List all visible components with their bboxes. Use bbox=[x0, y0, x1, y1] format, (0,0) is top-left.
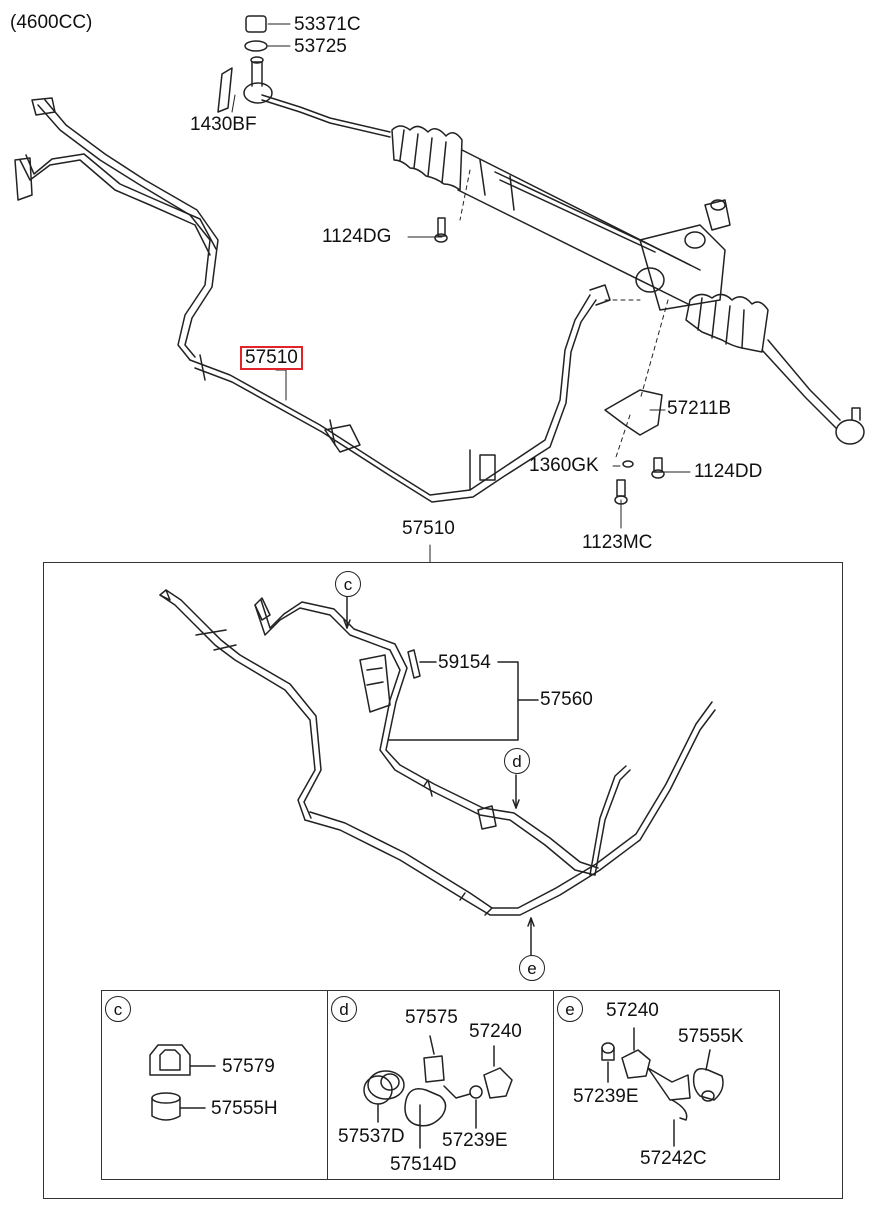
part-label-57239e-e[interactable]: 57239E bbox=[573, 1086, 639, 1107]
detail-e-parts bbox=[601, 1027, 724, 1147]
part-label-57514d[interactable]: 57514D bbox=[390, 1154, 457, 1175]
detail-c-tag: c bbox=[105, 996, 131, 1022]
pressure-hose-top bbox=[14, 97, 611, 503]
label-leaders-top bbox=[231, 23, 691, 563]
part-label-1124dd[interactable]: 1124DD bbox=[694, 461, 763, 482]
part-label-57555h[interactable]: 57555H bbox=[211, 1098, 278, 1119]
part-label-57555k[interactable]: 57555K bbox=[678, 1026, 744, 1047]
part-label-57510-group[interactable]: 57510 bbox=[402, 518, 455, 539]
part-label-1123mc[interactable]: 1123MC bbox=[582, 532, 653, 553]
part-label-53371c[interactable]: 53371C bbox=[294, 14, 361, 35]
part-label-57242c[interactable]: 57242C bbox=[640, 1148, 707, 1169]
callout-e-marker: e bbox=[519, 955, 545, 981]
steering-gear-rack bbox=[243, 56, 865, 445]
fasteners-top bbox=[217, 15, 665, 505]
part-label-1360gk[interactable]: 1360GK bbox=[529, 455, 599, 476]
engine-displacement-note: (4600CC) bbox=[10, 12, 93, 33]
part-label-59154[interactable]: 59154 bbox=[438, 652, 491, 673]
part-label-57239e-d[interactable]: 57239E bbox=[442, 1130, 508, 1151]
part-label-57240-e[interactable]: 57240 bbox=[606, 1000, 659, 1021]
part-label-57560[interactable]: 57560 bbox=[540, 689, 593, 710]
part-label-57537d[interactable]: 57537D bbox=[338, 1126, 405, 1147]
part-label-57575[interactable]: 57575 bbox=[405, 1007, 458, 1028]
detail-d-parts bbox=[363, 1035, 513, 1149]
detail-c-parts bbox=[149, 1044, 216, 1121]
part-label-57579[interactable]: 57579 bbox=[222, 1056, 275, 1077]
part-label-57240-d[interactable]: 57240 bbox=[469, 1021, 522, 1042]
part-label-57510-highlighted[interactable]: 57510 bbox=[240, 346, 303, 370]
part-label-57211b[interactable]: 57211B bbox=[667, 398, 732, 419]
leader-lines-top bbox=[459, 169, 669, 461]
detail-box-e bbox=[553, 990, 780, 1180]
detail-e-tag: e bbox=[557, 996, 583, 1022]
detail-d-tag: d bbox=[331, 996, 357, 1022]
part-label-1124dg[interactable]: 1124DG bbox=[322, 226, 392, 247]
detail-box-c bbox=[101, 990, 328, 1180]
part-label-1430bf[interactable]: 1430BF bbox=[190, 114, 257, 135]
bracket-57211b bbox=[604, 389, 663, 436]
exploded-view-lines bbox=[159, 589, 716, 956]
part-label-53725[interactable]: 53725 bbox=[294, 36, 347, 57]
callout-d-marker: d bbox=[504, 748, 530, 774]
callout-c-marker: c bbox=[335, 571, 361, 597]
exploded-group-box bbox=[43, 562, 843, 1199]
